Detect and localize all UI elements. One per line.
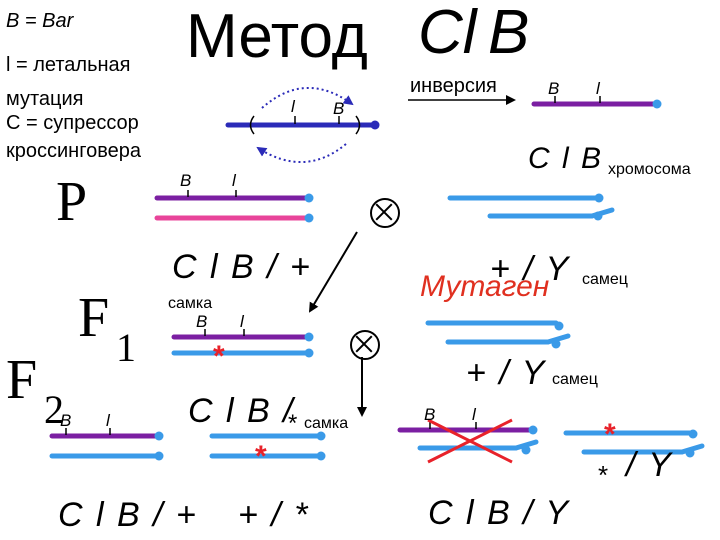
f2-progeny-right: / Y — [626, 446, 673, 484]
clb-gene-l: l — [596, 79, 600, 98]
p-female-chromosomes — [154, 190, 314, 223]
legend-lethal-line2: мутация — [6, 88, 84, 110]
f2-progeny-right-star: * — [598, 460, 609, 490]
legend-suppressor-line2: кроссинговера — [6, 140, 141, 162]
inversion-gene-l: l — [291, 97, 295, 116]
f2-progeny-dead-male: C l B / Y — [428, 494, 571, 532]
generation-p: P — [56, 171, 88, 233]
f2-female-genotype: C l B / — [188, 392, 295, 430]
f1-female-chromosomes — [171, 329, 314, 358]
lethal-cross-mark — [427, 418, 513, 464]
f2-left-gene-b: B — [60, 411, 72, 430]
f2-right-male-chromosomes — [563, 429, 705, 458]
f2-dead-male-chromosomes — [397, 422, 539, 455]
clb-gene-b: B — [548, 79, 560, 98]
f1-cross-symbol — [350, 330, 380, 360]
f2-progeny-middle: + / * — [238, 496, 310, 534]
f2-female-sex: самка — [304, 415, 349, 432]
p-female-genotype: C l B / + — [172, 248, 312, 286]
title-cl: Cl — [418, 0, 477, 67]
generation-f1-letter: F — [78, 287, 110, 349]
f1-male-chromosomes — [425, 320, 571, 349]
f2-progeny-left: C l B / + — [58, 496, 198, 534]
chromosome-word: хромосома — [608, 161, 691, 178]
mutagen-label: Мутаген — [420, 270, 550, 303]
p-to-f1-arrow — [308, 231, 358, 313]
f2-right-mutation-star: * — [604, 418, 616, 451]
f2-left-gene-l: l — [106, 411, 110, 430]
legend-bar-line: B = Bar — [6, 10, 74, 32]
f1-male-genotype: + / Y — [466, 354, 547, 392]
inversion-chromosome — [225, 86, 380, 164]
generation-f2-letter: F — [6, 349, 38, 411]
f2-middle-chromosomes — [209, 431, 326, 461]
generation-f1-index: 1 — [116, 325, 136, 370]
clb-chromosome-label: C l B — [528, 142, 604, 175]
p-female-gene-b: B — [180, 171, 192, 190]
f2-dead-gene-b: B — [424, 405, 436, 424]
title-method: Метод — [186, 2, 368, 71]
f1-female-sex: самка — [168, 295, 213, 312]
f1-mutation-star: * — [213, 340, 225, 373]
legend-suppressor-line1: C = супрессор — [6, 112, 139, 134]
p-male-genotype: + / Y — [490, 250, 571, 288]
p-cross-symbol — [370, 198, 400, 228]
p-female-gene-l: l — [232, 171, 236, 190]
p-male-sex: самец — [582, 271, 628, 288]
legend-lethal-line1: l = летальная — [6, 54, 131, 76]
f2-female-star: * — [288, 410, 298, 437]
f1-female-gene-l: l — [240, 312, 244, 331]
generation-f2-index: 2 — [44, 387, 64, 432]
inversion-gene-b: B — [333, 99, 345, 118]
p-male-chromosomes — [447, 193, 615, 221]
f2-left-chromosomes — [49, 428, 164, 461]
clb-chromosome — [531, 96, 662, 109]
f1-female-gene-b: B — [196, 312, 208, 331]
inversion-label: инверсия — [410, 75, 497, 97]
title-b: B — [488, 0, 530, 67]
f2-dead-gene-l: l — [472, 405, 476, 424]
f2-middle-mutation-star: * — [255, 440, 267, 473]
f1-male-sex: самец — [552, 371, 598, 388]
